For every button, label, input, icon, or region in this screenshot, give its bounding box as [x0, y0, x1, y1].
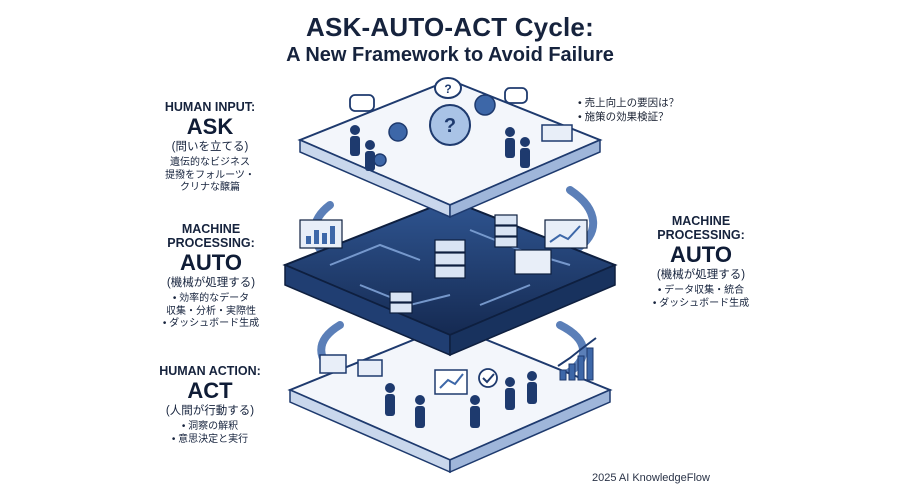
auto-right-label: MACHINE PROCESSING: AUTO (機械が処理する) • データ… [636, 214, 766, 310]
gear-icon [373, 94, 496, 167]
ask-question-1: • 売上向上の要因は？ [578, 97, 680, 109]
ask-platform [297, 78, 603, 219]
auto-right-kicker-2: PROCESSING: [657, 228, 745, 242]
act-name: ACT [187, 378, 233, 403]
act-subtitle: (人間が行動する) [165, 405, 255, 417]
act-label: HUMAN ACTION: ACT (人間が行動する) • 洞察の解釈 • 意思… [150, 364, 270, 446]
presentation-board-icon [434, 369, 468, 395]
act-point-2: • 意思決定と実行 [171, 433, 249, 445]
people-icons-act [385, 371, 537, 428]
title-line1: ASK-AUTO-ACT Cycle: [306, 12, 594, 42]
checkmark-icon [478, 368, 498, 388]
ask-desc-2: 提撥をフォルーツ・ [165, 169, 255, 181]
auto-left-kicker-1: MACHINE [181, 222, 241, 236]
auto-right-name: AUTO [670, 242, 732, 267]
thinking-head-icon: ? [429, 104, 471, 146]
act-point-1: • 洞察の解釈 [181, 421, 239, 432]
isometric-cycle-diagram: ? ? [282, 77, 618, 474]
auto-left-kicker-2: PROCESSING: [167, 236, 255, 250]
question-bubble-icon: ? [434, 77, 462, 99]
auto-left-name: AUTO [180, 250, 242, 275]
auto-right-point-1: • データ収集・統合 [657, 285, 745, 296]
auto-left-label: MACHINE PROCESSING: AUTO (機械が処理する) • 効率的… [148, 222, 274, 331]
ask-subtitle: (問いを立てる) [171, 141, 249, 153]
ask-label: HUMAN INPUT: ASK (問いを立てる) 遺伝的なビジネス 提撥をフォ… [150, 100, 270, 195]
svg-text:?: ? [444, 82, 451, 96]
auto-right-kicker-1: MACHINE [671, 214, 731, 228]
ask-name: ASK [186, 114, 234, 139]
ask-questions: • 売上向上の要因は？ • 施策の効果検証？ [578, 96, 679, 124]
auto-left-point-3: • ダッシュボード生成 [162, 318, 260, 329]
speech-bubble-icon [349, 87, 528, 112]
act-kicker: HUMAN ACTION: [159, 364, 261, 378]
ask-desc-1: 遺伝的なビジネス [170, 157, 250, 168]
desk-monitor-icon [319, 354, 383, 377]
ask-kicker: HUMAN INPUT: [164, 100, 256, 114]
auto-right-point-2: • ダッシュボード生成 [652, 297, 750, 309]
auto-left-subtitle: (機械が処理する) [166, 277, 256, 289]
title-line2: A New Framework to Avoid Failure [286, 44, 614, 66]
people-icons-ask [350, 124, 573, 171]
auto-right-subtitle: (機械が処理する) [656, 269, 746, 281]
auto-platform [282, 198, 618, 357]
ask-desc-3: クリナな醸篇 [180, 182, 240, 193]
ask-question-2: • 施策の効果検証？ [578, 111, 669, 123]
svg-text:?: ? [444, 115, 456, 137]
auto-left-point-2: 収集・分析・実際性 [166, 305, 256, 317]
growth-chart-icon [557, 337, 597, 381]
footer-credit: 2025 AI KnowledgeFlow [591, 472, 710, 484]
auto-left-point-1: • 効率的なデータ [172, 293, 250, 304]
